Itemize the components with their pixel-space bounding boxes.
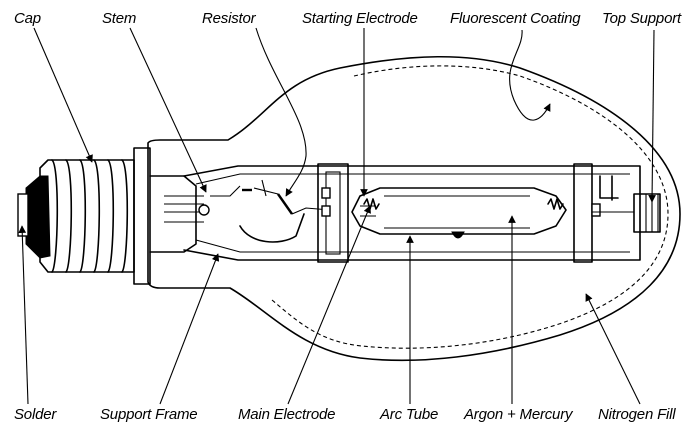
resistor xyxy=(277,193,293,215)
support-frame xyxy=(183,165,641,261)
screw-threads xyxy=(51,159,129,273)
label-stem: Stem xyxy=(102,10,137,27)
top-support xyxy=(633,193,661,233)
label-solder: Solder xyxy=(14,406,57,423)
label-fluorescent-coating: Fluorescent Coating xyxy=(450,10,581,27)
arc-tube xyxy=(351,187,567,235)
label-nitrogen-fill: Nitrogen Fill xyxy=(598,406,676,423)
fluorescent-coating-line xyxy=(271,65,669,349)
base-eyelet xyxy=(25,175,51,259)
solder-contact xyxy=(17,193,29,237)
outer-bulb xyxy=(147,55,681,362)
label-resistor: Resistor xyxy=(202,10,256,27)
label-support-frame: Support Frame xyxy=(100,406,198,423)
right-clamp xyxy=(573,163,593,263)
label-arc-tube: Arc Tube xyxy=(380,406,439,423)
label-cap: Cap xyxy=(14,10,41,27)
label-starting-electrode: Starting Electrode xyxy=(302,10,418,27)
left-clamp xyxy=(317,163,349,263)
stem-flare xyxy=(149,175,197,253)
label-argon-mercury: Argon + Mercury xyxy=(464,406,573,423)
label-top-support: Top Support xyxy=(602,10,681,27)
screw-base xyxy=(39,159,135,273)
label-main-electrode: Main Electrode xyxy=(238,406,336,423)
leader-lines xyxy=(18,27,656,405)
